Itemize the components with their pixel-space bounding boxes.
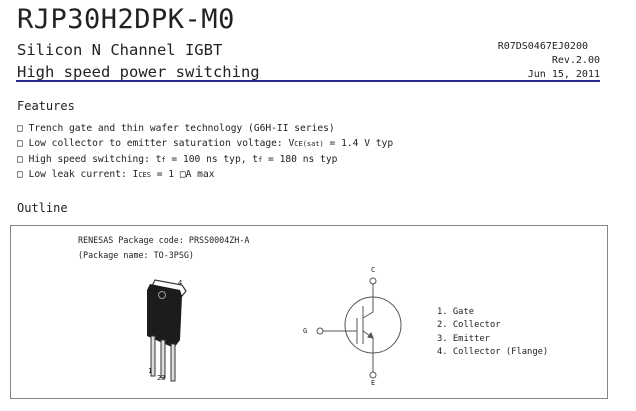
pin-label-tab: 4 <box>178 279 183 287</box>
pin-label-23: 23 <box>157 374 166 382</box>
pin-list-item: 4. Collector (Flange) <box>437 347 549 357</box>
emitter-label: E <box>371 379 376 387</box>
igbt-symbol <box>316 277 402 379</box>
subtitle-2: High speed power switching <box>17 63 260 81</box>
subtitle: Silicon N Channel IGBT <box>17 41 223 59</box>
feature-item: □ Trench gate and thin wafer technology … <box>17 123 335 134</box>
feature-item: □ Low leak current: ICES = 1 □A max <box>17 169 215 180</box>
pin-list-item: 2. Collector <box>437 320 501 330</box>
feature-item: □ Low collector to emitter saturation vo… <box>17 138 394 149</box>
package-name: (Package name: TO-3PSG) <box>78 250 194 260</box>
outline-box <box>10 225 608 399</box>
gate-label: G <box>303 327 308 335</box>
revision: Rev.2.00 <box>551 55 600 66</box>
features-heading: Features <box>17 99 75 113</box>
pin-list-item: 3. Emitter <box>437 334 490 344</box>
collector-label: C <box>371 266 376 274</box>
header-divider <box>16 80 600 82</box>
feature-item: □ High speed switching: tf = 100 ns typ,… <box>17 154 338 165</box>
doc-number: R07DS0467EJ0200 <box>497 41 588 52</box>
package-code: RENESAS Package code: PRSS0004ZH-A <box>78 235 250 245</box>
pin-list-item: 1. Gate <box>437 307 475 317</box>
date: Jun 15, 2011 <box>527 69 600 80</box>
pin-label-1: 1 <box>148 367 153 375</box>
package-drawing <box>147 279 187 382</box>
outline-heading: Outline <box>17 201 68 215</box>
part-number-title: RJP30H2DPK-M0 <box>17 4 235 35</box>
